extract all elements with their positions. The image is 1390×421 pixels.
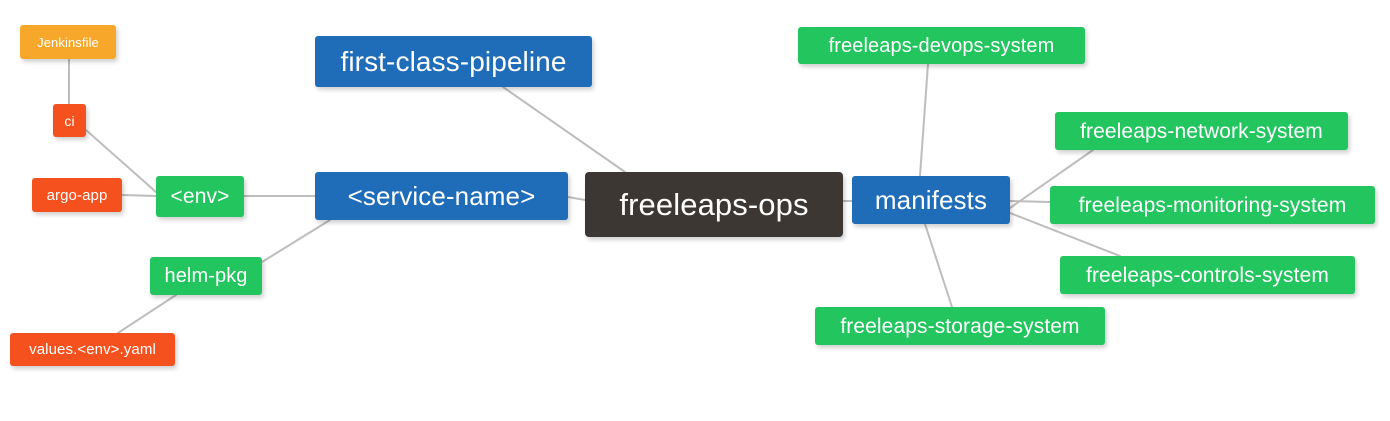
node-jenkinsfile[interactable]: Jenkinsfile (20, 25, 116, 59)
node-label-freeleaps-controls-system: freeleaps-controls-system (1086, 263, 1329, 287)
node-label-first-class-pipeline: first-class-pipeline (340, 45, 567, 77)
edge-helm-pkg-to-values-yaml (117, 294, 177, 334)
node-label-helm-pkg: helm-pkg (164, 265, 248, 287)
edge-first-class-pipeline-to-freeleaps-ops (502, 86, 626, 173)
node-env[interactable]: <env> (156, 176, 244, 217)
node-helm-pkg[interactable]: helm-pkg (150, 257, 262, 295)
edge-manifests-to-freeleaps-monitoring-system (1009, 200, 1051, 203)
node-label-freeleaps-monitoring-system: freeleaps-monitoring-system (1078, 193, 1347, 217)
node-label-freeleaps-storage-system: freeleaps-storage-system (840, 314, 1080, 338)
node-service-name[interactable]: <service-name> (315, 172, 568, 220)
node-freeleaps-ops[interactable]: freeleaps-ops (585, 172, 843, 237)
node-label-service-name: <service-name> (347, 181, 536, 211)
edge-manifests-to-freeleaps-devops-system (919, 63, 929, 177)
node-label-env: <env> (170, 185, 230, 208)
node-label-jenkinsfile: Jenkinsfile (37, 34, 99, 50)
edge-service-name-to-helm-pkg (261, 219, 331, 263)
node-freeleaps-controls-system[interactable]: freeleaps-controls-system (1060, 256, 1355, 294)
node-freeleaps-network-system[interactable]: freeleaps-network-system (1055, 112, 1348, 150)
node-ci[interactable]: ci (53, 104, 86, 137)
node-freeleaps-devops-system[interactable]: freeleaps-devops-system (798, 27, 1085, 64)
edge-manifests-to-freeleaps-storage-system (924, 223, 953, 308)
node-argo-app[interactable]: argo-app (32, 178, 122, 212)
node-values-yaml[interactable]: values.<env>.yaml (10, 333, 175, 366)
node-label-freeleaps-ops: freeleaps-ops (619, 187, 809, 222)
node-first-class-pipeline[interactable]: first-class-pipeline (315, 36, 592, 87)
node-manifests[interactable]: manifests (852, 176, 1010, 224)
node-label-values-yaml: values.<env>.yaml (29, 341, 156, 358)
node-freeleaps-monitoring-system[interactable]: freeleaps-monitoring-system (1050, 186, 1375, 224)
node-label-ci: ci (64, 112, 75, 129)
node-label-freeleaps-devops-system: freeleaps-devops-system (828, 34, 1055, 57)
node-label-manifests: manifests (874, 185, 988, 215)
edge-service-name-to-freeleaps-ops (567, 196, 586, 201)
node-label-freeleaps-network-system: freeleaps-network-system (1080, 119, 1323, 143)
node-freeleaps-storage-system[interactable]: freeleaps-storage-system (815, 307, 1105, 345)
edge-argo-app-to-env (121, 194, 157, 197)
node-label-argo-app: argo-app (46, 186, 108, 204)
